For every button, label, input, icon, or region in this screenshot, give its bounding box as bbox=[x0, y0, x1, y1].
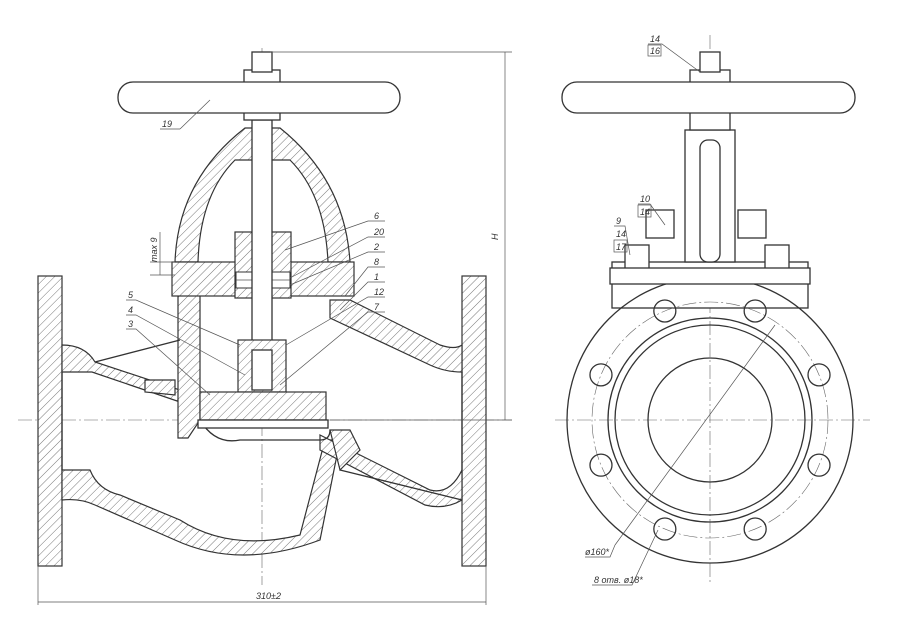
length-dim: 310±2 bbox=[256, 591, 281, 601]
svg-text:8: 8 bbox=[374, 257, 379, 267]
height-dim: H bbox=[490, 233, 500, 240]
yoke-slot bbox=[699, 139, 721, 263]
svg-text:3: 3 bbox=[128, 319, 133, 329]
svg-text:2: 2 bbox=[373, 242, 379, 252]
disc-core bbox=[251, 349, 273, 391]
handwheel[interactable] bbox=[117, 81, 401, 114]
seat-outline bbox=[199, 419, 331, 442]
svg-text:16: 16 bbox=[650, 46, 660, 56]
svg-text:19: 19 bbox=[162, 119, 172, 129]
body-flange-top bbox=[609, 267, 811, 285]
bolt-holes bbox=[589, 299, 831, 541]
svg-text:17: 17 bbox=[616, 242, 627, 252]
body-rib-left bbox=[144, 379, 176, 396]
stud-nut-right bbox=[737, 209, 767, 239]
bolt-hole bbox=[807, 363, 831, 387]
stem-nut bbox=[251, 51, 273, 73]
bolt-hole bbox=[743, 299, 767, 323]
bolt-hole bbox=[653, 299, 677, 323]
svg-text:ø160*: ø160* bbox=[585, 547, 610, 557]
svg-text:14: 14 bbox=[616, 229, 626, 239]
callouts-right: 6 20 2 8 1 12 7 bbox=[279, 211, 385, 386]
bolt-hole bbox=[653, 517, 677, 541]
callout-19: 19 bbox=[160, 99, 211, 130]
bolt-hole bbox=[589, 363, 613, 387]
stem-nut-side bbox=[699, 51, 721, 73]
svg-text:20: 20 bbox=[373, 227, 384, 237]
callout-stud: 10 14 bbox=[637, 194, 666, 226]
stud-nut-left bbox=[645, 209, 675, 239]
section-view: H 310±2 max 9 19 6 20 2 8 1 12 7 bbox=[18, 48, 512, 605]
bolt-hole bbox=[807, 453, 831, 477]
stroke-dim: max 9 bbox=[149, 237, 159, 262]
body-neck-left bbox=[177, 289, 201, 439]
valve-plug bbox=[199, 391, 327, 421]
bolt-hole bbox=[743, 517, 767, 541]
gasket-face bbox=[614, 324, 806, 516]
svg-text:6: 6 bbox=[374, 211, 379, 221]
svg-text:14: 14 bbox=[650, 34, 660, 44]
callout-bolt: 9 14 17 bbox=[613, 216, 631, 256]
holes-dim: 8 отв. ø18* bbox=[592, 529, 659, 586]
bolt-hole bbox=[589, 453, 613, 477]
svg-text:7: 7 bbox=[374, 302, 380, 312]
body-wall-lower bbox=[61, 439, 341, 556]
seat-ring bbox=[197, 419, 329, 429]
bolt-circle bbox=[591, 301, 829, 539]
body-rib bbox=[329, 429, 361, 472]
svg-text:9: 9 bbox=[616, 216, 621, 226]
svg-text:5: 5 bbox=[128, 290, 134, 300]
svg-text:12: 12 bbox=[374, 287, 384, 297]
svg-text:14: 14 bbox=[640, 207, 650, 217]
bolt-nut-right bbox=[764, 244, 790, 270]
callouts-left: 5 4 3 bbox=[126, 290, 246, 396]
handwheel-side[interactable] bbox=[561, 81, 856, 114]
svg-text:8 отв. ø18*: 8 отв. ø18* bbox=[594, 575, 643, 585]
outlet-flange bbox=[461, 275, 487, 567]
callout-nut: 14 16 bbox=[647, 34, 701, 73]
bore bbox=[647, 357, 773, 483]
body-wall-upper-right bbox=[329, 299, 463, 373]
inlet-flange bbox=[37, 275, 63, 567]
body-outline bbox=[61, 339, 463, 501]
svg-text:10: 10 bbox=[640, 194, 650, 204]
bolt-circle-dim: ø160* bbox=[585, 324, 776, 558]
side-view: 14 16 10 14 9 14 17 ø160* 8 отв. ø18* bbox=[555, 34, 870, 586]
svg-text:4: 4 bbox=[128, 305, 133, 315]
raised-face bbox=[607, 317, 813, 523]
svg-text:1: 1 bbox=[374, 272, 379, 282]
